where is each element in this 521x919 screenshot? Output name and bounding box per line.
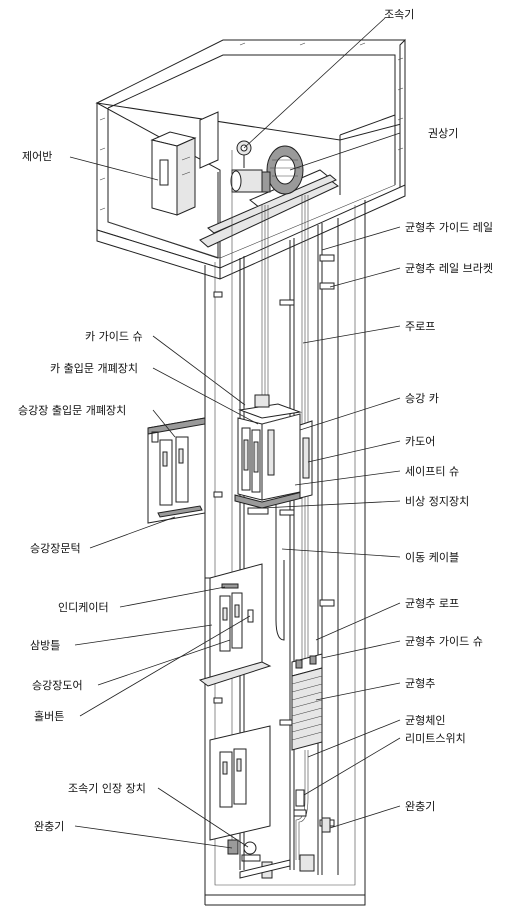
hoist-machine (199, 140, 339, 248)
label-hoist: 권상기 (428, 127, 458, 140)
label-car-door-operator: 카 출입문 개폐장치 (50, 362, 138, 375)
label-cw-guide-shoe: 균형추 가이드 슈 (405, 635, 483, 648)
label-main-rope: 주로프 (405, 320, 435, 333)
label-governor-tension: 조속기 인장 장치 (68, 782, 146, 795)
label-control-panel: 제어반 (22, 150, 52, 163)
label-cw-rope: 균형추 로프 (405, 597, 459, 610)
machine-room (95, 38, 406, 280)
label-landing-sill: 승강장문턱 (30, 542, 81, 555)
label-governor: 조속기 (384, 8, 414, 21)
label-car: 승강 카 (405, 392, 439, 405)
label-car-guide-shoe: 카 가이드 슈 (85, 330, 143, 343)
leader-lines (69, 17, 401, 849)
label-cw-rail-bracket: 균형추 레일 브라켓 (405, 261, 493, 275)
landing-entrance (198, 563, 272, 687)
label-hall-button: 홀버튼 (34, 710, 64, 723)
label-jamb: 삼방틀 (30, 639, 60, 652)
label-limit-switch: 리미트스위치 (405, 732, 466, 745)
landing-door-detail (147, 417, 206, 524)
hoistway (198, 150, 366, 906)
label-counterweight: 균형추 (405, 677, 435, 690)
cw-guide-rails (317, 218, 339, 875)
label-safety-shoe: 세이프티 슈 (405, 465, 459, 478)
car-door-panel (299, 420, 313, 499)
label-buffer-left: 완충기 (34, 820, 64, 833)
label-emergency-stop: 비상 정지장치 (405, 495, 469, 508)
label-landing-door-operator: 승강장 출입문 개폐장치 (18, 404, 126, 417)
label-travel-cable: 이동 케이블 (405, 551, 459, 564)
label-cw-chain: 균형체인 (405, 714, 445, 727)
label-indicator: 인디케이터 (58, 601, 109, 614)
control-panel-cabinet (150, 131, 197, 216)
lower-landing (209, 725, 271, 841)
elevator-car (234, 394, 303, 515)
label-landing-door: 승강장도어 (32, 679, 83, 692)
label-buffer-right: 완충기 (405, 800, 435, 813)
counterweight-block (291, 653, 323, 751)
label-car-door: 카도어 (405, 435, 435, 448)
label-cw-guide-rail: 균형추 가이드 레일 (405, 220, 493, 234)
labels: 조속기 권상기 제어반 균형추 가이드 레일 균형추 레일 브라켓 주로프 카 … (18, 8, 493, 833)
pit-equipment (227, 817, 331, 879)
